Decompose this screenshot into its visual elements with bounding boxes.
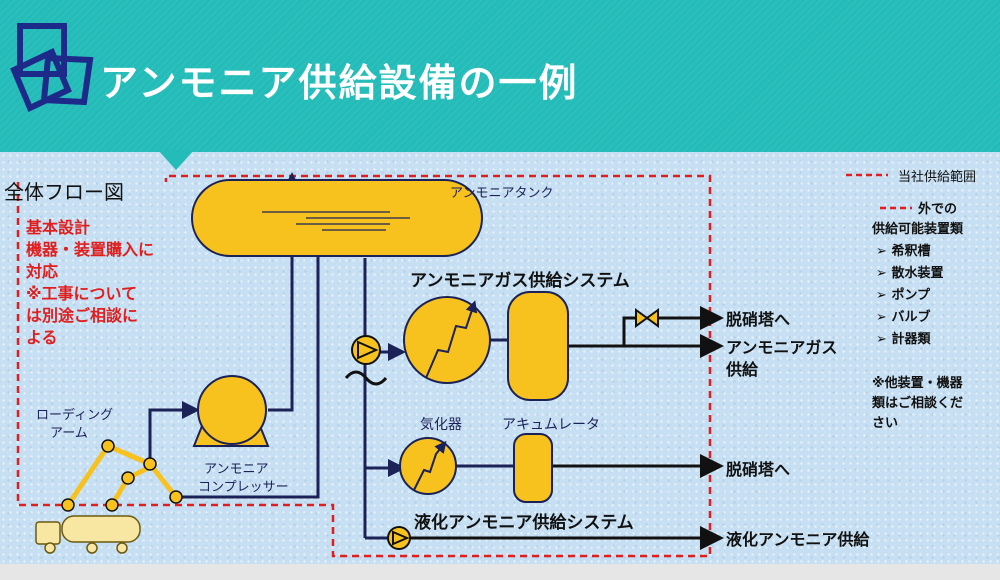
compressor-icon [192,375,270,447]
bullet-icon: ➢ [876,332,887,347]
right-footnote-line: 類はご相談くだ [872,396,964,411]
pump-icon [351,335,381,365]
bullet-icon: ➢ [876,310,887,325]
valve-icon [635,308,659,328]
note-line: 機器・装置購入に [26,240,155,259]
diagram-background [0,152,1000,564]
liquid-system-label: 液化アンモニア供給システム [414,513,634,533]
footer-bar [0,564,1000,580]
tank-label: アンモニアタンク [450,186,554,201]
accumulator-icon [507,291,569,401]
right-note-item: ➢ 計器類 [876,332,931,347]
bullet-icon: ➢ [876,244,887,259]
pipe-arm-to-compressor [148,401,200,464]
tanker-truck-icon [35,515,141,554]
header-band [0,0,1000,152]
note-line: 基本設計 [26,218,91,237]
right-note-item: ➢ ポンプ [876,288,931,303]
note-line: よる [26,328,58,347]
legend-label: 当社供給範囲 [898,170,977,185]
right-note-item: ➢ バルブ [876,310,931,325]
wave-icon [344,370,388,386]
output-denitration-2: 脱硝塔へ [726,460,791,479]
header-notch [158,150,194,170]
loading-arm-icon [61,439,183,512]
pipe-arm-to-tank [176,212,327,499]
right-note-item: ➢ 希釈槽 [876,244,931,259]
pipe-to-denitration-1 [568,306,724,348]
compressor-label-2: コンプレッサー [198,480,289,495]
loading-arm-label-2: アーム [50,426,88,441]
note-line: ※工事について [26,284,138,303]
right-note-heading-2: 供給可能装置類 [872,222,964,237]
note-line: は別途ご相談に [26,306,139,325]
output-denitration-1: 脱硝塔へ [726,310,791,329]
bullet-icon: ➢ [876,288,887,303]
output-gas-2: 供給 [726,360,759,379]
vaporizer-icon [403,296,491,384]
bullet-icon: ➢ [876,266,887,281]
page-title: アンモニア供給設備の一例 [100,61,579,105]
output-gas-1: アンモニアガス [726,338,838,357]
loading-arm-label-1: ローディング [36,408,114,423]
gas-system-label: アンモニアガス供給システム [410,271,630,291]
vaporizer-label: 気化器 [420,417,462,433]
compressor-label-1: アンモニア [204,462,269,477]
right-footnote-line: さい [872,416,899,431]
output-liquid: 液化アンモニア供給 [726,530,870,549]
note-line: 対応 [26,262,59,281]
company-logo-icon [10,23,94,113]
liquid-pump-icon [387,526,411,550]
accumulator-2-icon [513,433,553,503]
vaporizer-2-icon [399,437,457,495]
right-note-item: ➢ 散水装置 [876,266,944,281]
right-note-heading-1: 外での [918,202,958,217]
right-footnote-line: ※他装置・機器 [872,376,963,391]
accumulator-label: アキュムレータ [502,417,600,433]
overall-flow-label: 全体フロー図 [4,180,124,204]
